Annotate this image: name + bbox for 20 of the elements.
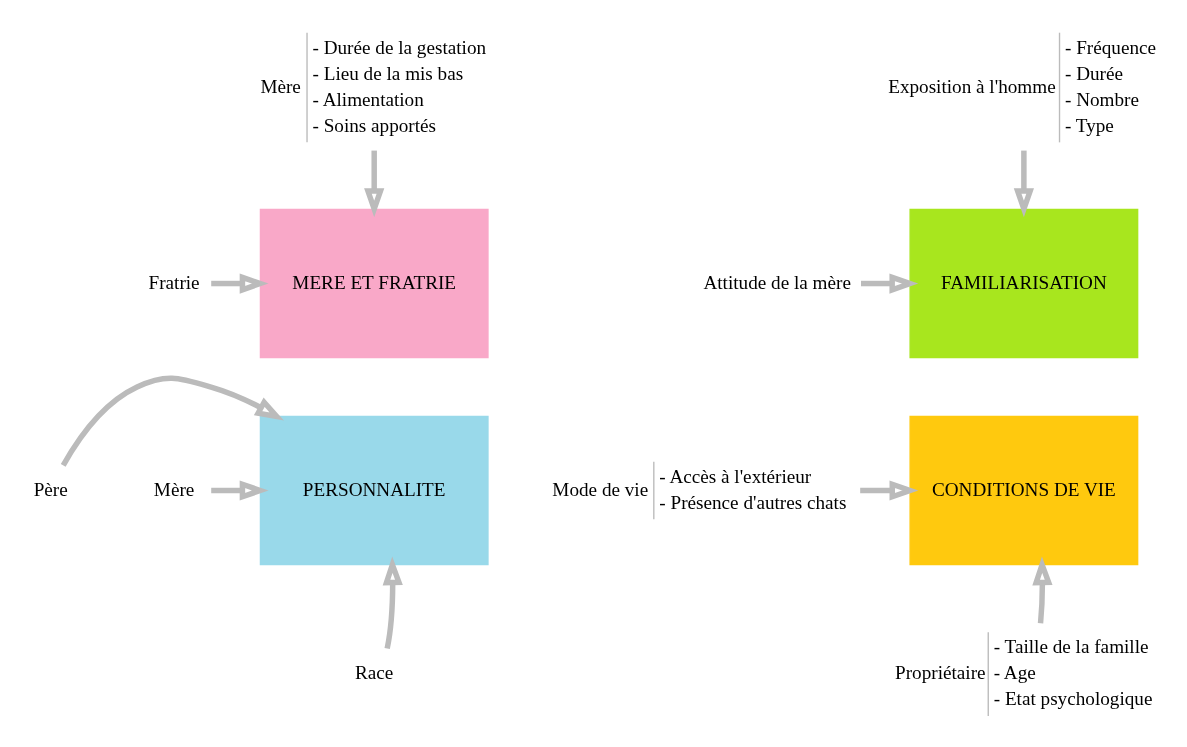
arrow bbox=[211, 479, 269, 501]
arrow bbox=[861, 272, 919, 294]
arrow bbox=[364, 150, 385, 217]
node-box: MERE ET FRATRIE bbox=[259, 208, 489, 358]
node-text: Fratrie bbox=[148, 271, 200, 293]
arrow bbox=[211, 272, 269, 294]
node-text: Race bbox=[355, 661, 394, 683]
node-text: Attitude de la mère bbox=[703, 271, 851, 293]
arrow bbox=[1032, 555, 1053, 624]
node-box: CONDITIONS DE VIE bbox=[909, 415, 1139, 565]
arrow bbox=[382, 555, 403, 649]
node-box: FAMILIARISATION bbox=[909, 208, 1139, 358]
node-text: Père bbox=[33, 478, 68, 500]
node-box: PERSONNALITE bbox=[259, 415, 489, 565]
arrow bbox=[860, 479, 919, 501]
arrow bbox=[60, 375, 284, 467]
arrow bbox=[1013, 150, 1034, 217]
node-text: Mère bbox=[153, 478, 195, 500]
node-text: Mode de vie - Accès à l'extérieur - Présence d'autres chats bbox=[552, 465, 847, 513]
node-text: Propriétaire - Taille de la famille - Age - Etat psychologique bbox=[895, 635, 1153, 709]
